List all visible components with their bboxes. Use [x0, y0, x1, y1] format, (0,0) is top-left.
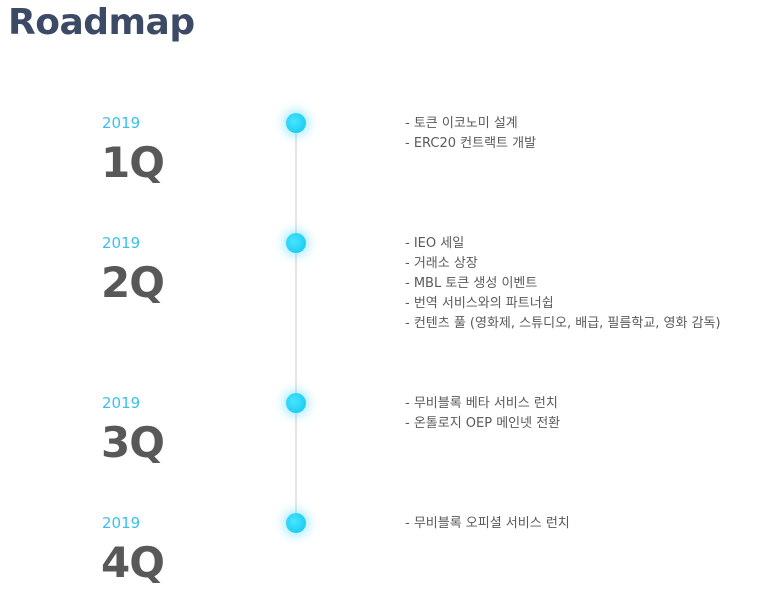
list-item: - 토큰 이코노미 설계 [405, 116, 518, 131]
milestone-items: - 무비블록 베타 서비스 런치 - 온톨로지 OEP 메인넷 전환 [405, 394, 560, 434]
milestone-items: - 무비블록 오피셜 서비스 런치 [405, 514, 570, 534]
milestone-year: 2019 [102, 514, 141, 532]
milestone-4q: 2019 4Q - 무비블록 오피셜 서비스 런치 [0, 513, 782, 614]
timeline-dot [286, 233, 306, 253]
list-item: - 무비블록 베타 서비스 런치 [405, 396, 558, 411]
milestone-3q: 2019 3Q - 무비블록 베타 서비스 런치 - 온톨로지 OEP 메인넷 … [0, 393, 782, 494]
list-item: - IEO 세일 [405, 236, 465, 251]
list-item: - 컨텐츠 풀 (영화제, 스튜디오, 배급, 필름학교, 영화 감독) [405, 316, 721, 331]
timeline-dot [286, 113, 306, 133]
list-item: - 무비블록 오피셜 서비스 런치 [405, 516, 570, 531]
milestone-quarter: 1Q [101, 138, 165, 187]
timeline-dot [286, 513, 306, 533]
milestone-2q: 2019 2Q - IEO 세일 - 거래소 상장 - MBL 토큰 생성 이벤… [0, 233, 782, 334]
list-item: - 거래소 상장 [405, 256, 478, 271]
milestone-1q: 2019 1Q - 토큰 이코노미 설계 - ERC20 컨트랙트 개발 [0, 113, 782, 214]
list-item: - 온톨로지 OEP 메인넷 전환 [405, 416, 561, 431]
milestone-quarter: 3Q [101, 418, 165, 467]
list-item: - 번역 서비스와의 파트너쉽 [405, 296, 554, 311]
milestone-quarter: 2Q [101, 258, 165, 307]
milestone-items: - 토큰 이코노미 설계 - ERC20 컨트랙트 개발 [405, 114, 536, 154]
milestone-year: 2019 [102, 114, 141, 132]
timeline-dot [286, 393, 306, 413]
milestone-year: 2019 [102, 394, 141, 412]
milestone-year: 2019 [102, 234, 141, 252]
list-item: - ERC20 컨트랙트 개발 [405, 136, 537, 151]
milestone-items: - IEO 세일 - 거래소 상장 - MBL 토큰 생성 이벤트 - 번역 서… [405, 234, 721, 334]
list-item: - MBL 토큰 생성 이벤트 [405, 276, 538, 291]
timeline-line [295, 122, 297, 522]
milestone-quarter: 4Q [101, 538, 165, 587]
page-title: Roadmap [8, 2, 195, 43]
